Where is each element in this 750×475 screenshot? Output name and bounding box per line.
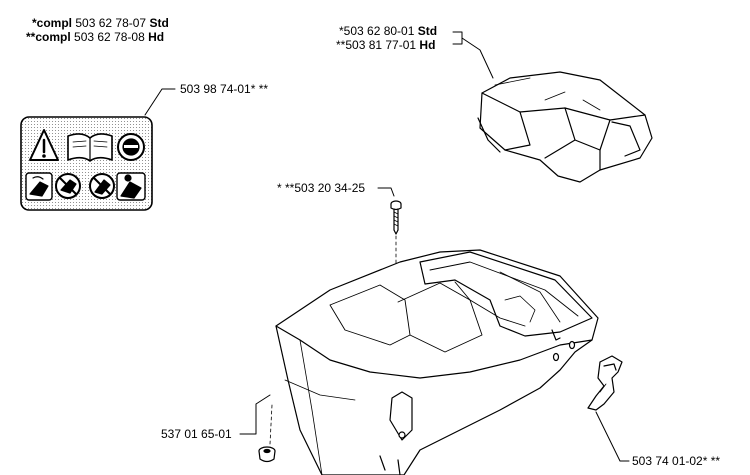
header-line-2: **compl 503 62 78-08 Hd <box>26 31 164 44</box>
callout-part-number: *503 62 80-01 <box>339 24 415 38</box>
callout-part-number: **503 81 77-01 <box>336 38 417 52</box>
header-variant: Hd <box>148 30 165 44</box>
header-variant: Std <box>149 16 169 30</box>
chainsaw-kickback-icon <box>25 172 53 201</box>
no-kickback-icon <box>89 173 115 199</box>
header-compl-prefix: *compl <box>32 16 73 30</box>
no-one-handed-icon <box>55 173 81 199</box>
manual-book-icon <box>67 133 113 162</box>
leader-lines <box>144 31 630 462</box>
callout-grommet: 537 01 65-01 <box>161 427 232 441</box>
callout-cover-std: *503 62 80-01 Std <box>339 25 437 38</box>
protective-gear-icon <box>117 133 145 161</box>
callout-label-decal: 503 98 74-01* ** <box>180 82 269 96</box>
callout-cover-hd: **503 81 77-01 Hd <box>336 39 435 52</box>
top-cover <box>477 71 653 183</box>
header-compl-prefix: **compl <box>26 30 71 44</box>
callout-clip: 503 74 01-02* ** <box>632 454 721 468</box>
grommet-axis-line <box>269 404 273 445</box>
callout-variant: Std <box>417 24 438 38</box>
callout-variant: Hd <box>419 38 436 52</box>
grommet <box>258 446 276 463</box>
header-part-number: 503 62 78-08 <box>74 30 145 44</box>
two-hand-grip-icon <box>116 172 146 201</box>
screw <box>390 200 402 235</box>
cylinder-cover-housing <box>275 249 599 475</box>
retaining-clip <box>587 355 623 411</box>
callout-screw: * **503 20 34-25 <box>277 181 366 195</box>
header-part-number: 503 62 78-07 <box>75 16 147 30</box>
safety-decal <box>20 116 153 211</box>
header-line-1: *compl 503 62 78-07 Std <box>32 17 169 30</box>
warning-triangle-icon <box>29 129 59 161</box>
